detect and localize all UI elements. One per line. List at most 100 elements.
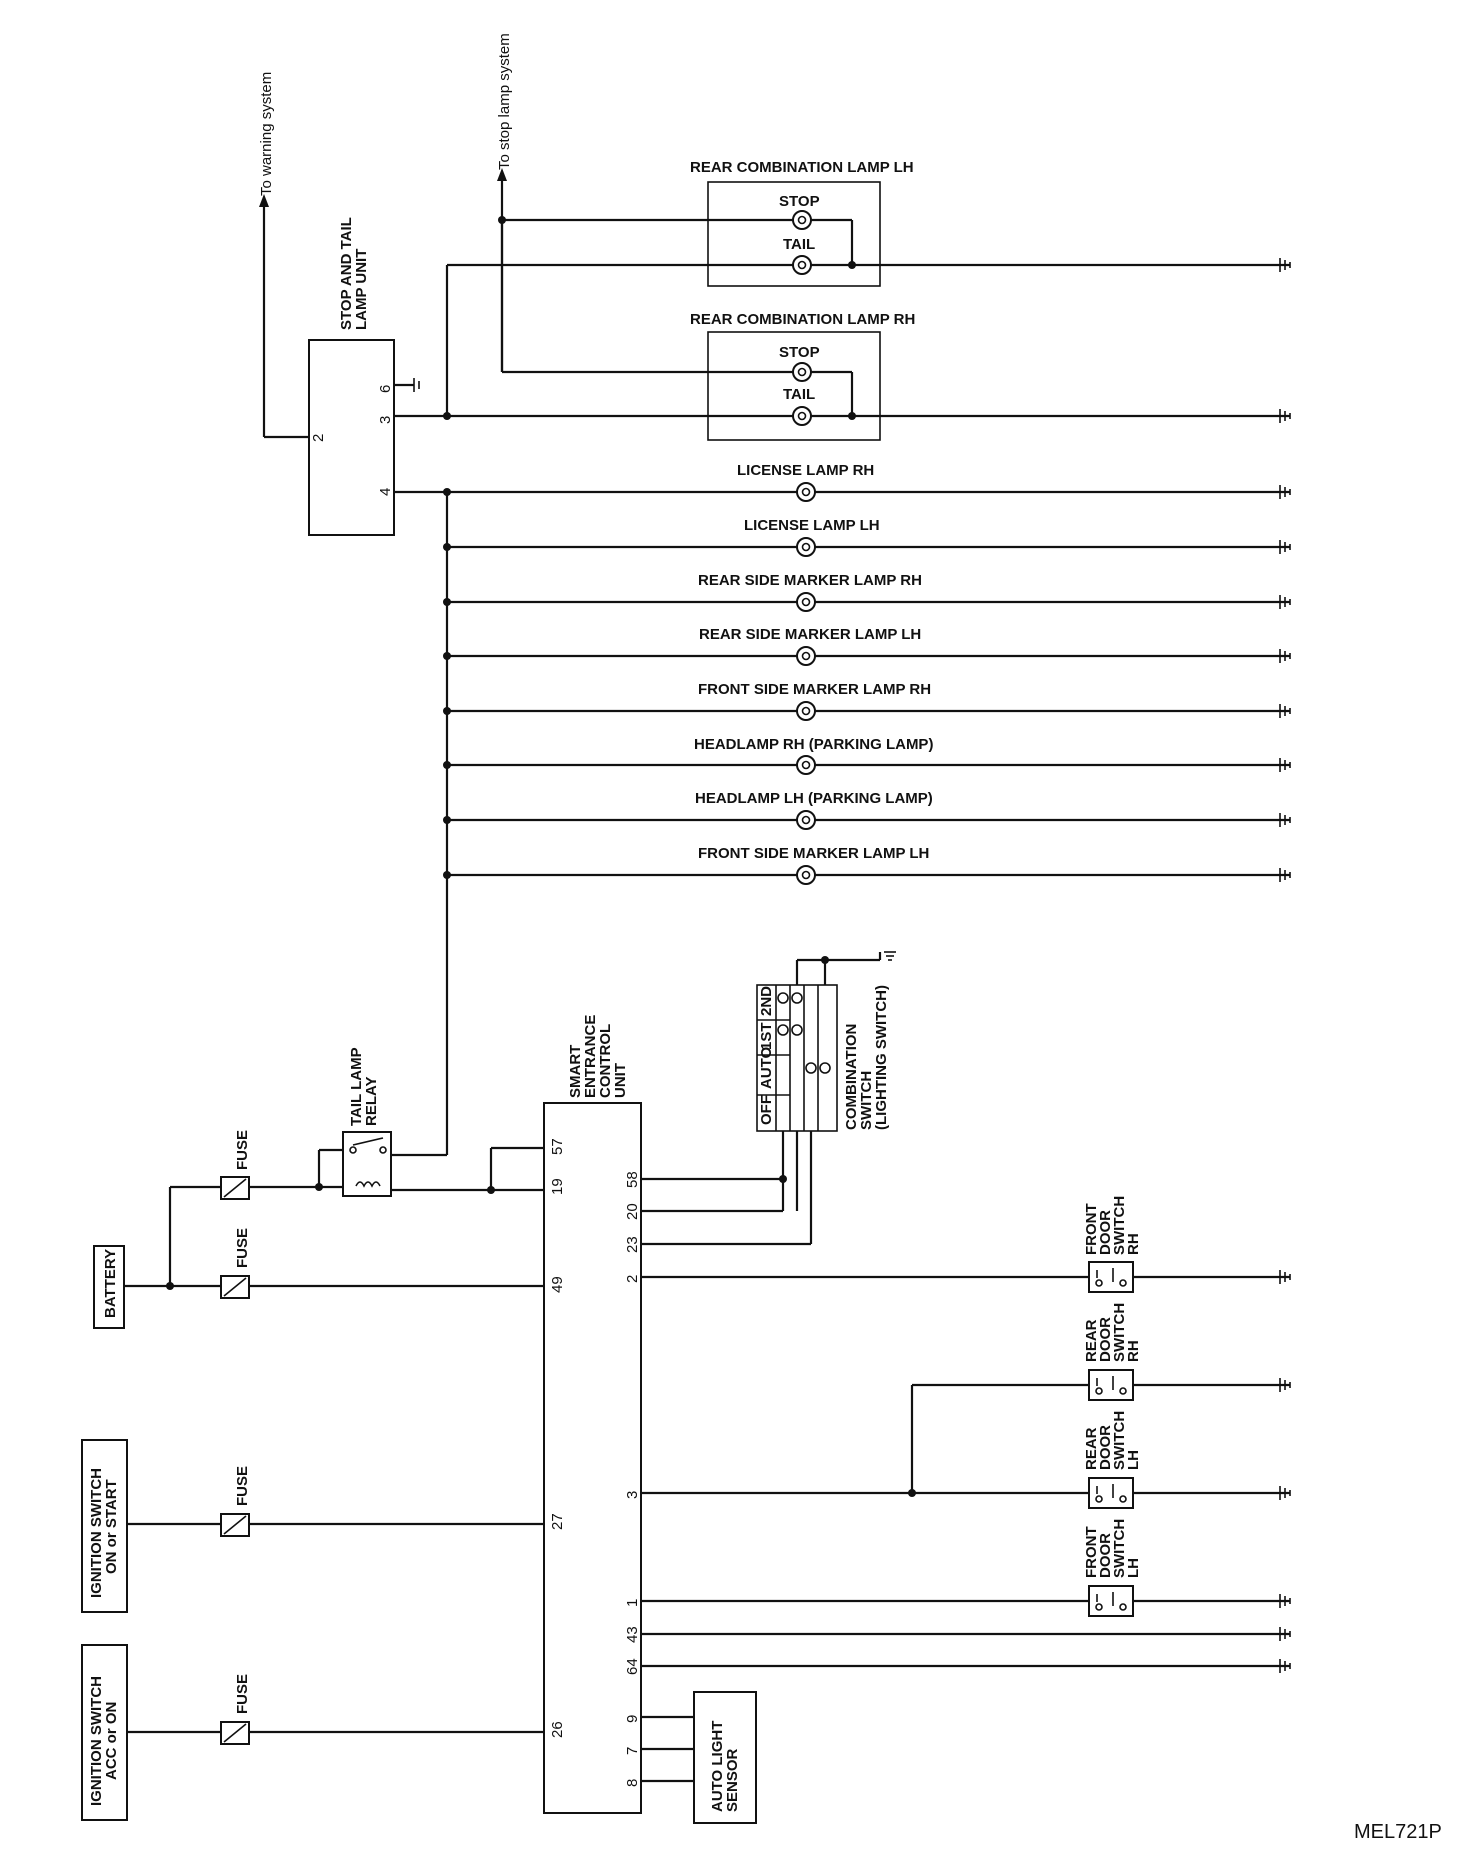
cu-pin-9: 9 [624, 1715, 641, 1723]
cu-pin-19: 19 [549, 1178, 566, 1195]
bulb-icon [796, 755, 816, 775]
cu-pin-8: 8 [624, 1779, 641, 1787]
door-switch-label: FRONT [1083, 1203, 1100, 1255]
lamp-label: HEADLAMP LH (PARKING LAMP) [695, 790, 933, 807]
ign-start-label-2: ON or START [103, 1479, 120, 1574]
unit-pin-6: 6 [377, 385, 394, 393]
ign-acc-label-1: IGNITION SWITCH [88, 1676, 105, 1806]
fuse-4: FUSE [127, 1674, 544, 1745]
cu-pin-27: 27 [549, 1513, 566, 1530]
bulb-icon [796, 537, 816, 557]
ign-start-label-1: IGNITION SWITCH [88, 1468, 105, 1598]
fuse-label: FUSE [234, 1466, 251, 1506]
door-switch-label: RH [1125, 1340, 1142, 1362]
bulb-icon [792, 406, 812, 426]
door-switch-label: REAR [1083, 1427, 1100, 1470]
fuse-label: FUSE [234, 1130, 251, 1170]
door-switch-label: RH [1125, 1233, 1142, 1255]
cu-pin-26: 26 [549, 1721, 566, 1738]
door-switch-label: DOOR [1097, 1533, 1114, 1578]
lamp-label: HEADLAMP RH (PARKING LAMP) [694, 736, 933, 753]
ground-icon [1279, 704, 1291, 718]
stop-lamp-arrow: To stop lamp system [496, 33, 513, 372]
tail-relay-label-2: RELAY [363, 1077, 380, 1126]
fuse-label: FUSE [234, 1674, 251, 1714]
ground-icon [1279, 540, 1291, 554]
lamp-label: FRONT SIDE MARKER LAMP LH [698, 845, 929, 862]
tail-relay-label-1: TAIL LAMP [348, 1047, 365, 1126]
rear-lh-tail-label: TAIL [783, 236, 815, 253]
cu-pin-3: 3 [624, 1491, 641, 1499]
door-switch-label: FRONT [1083, 1526, 1100, 1578]
door-switch-label: SWITCH [1111, 1411, 1128, 1470]
lamp-label: LICENSE LAMP LH [744, 517, 880, 534]
control-unit-label-1: SMART [567, 1045, 584, 1098]
warning-system-arrow: To warning system [258, 72, 309, 439]
ground-icon [1279, 649, 1291, 663]
bulb-icon [792, 362, 812, 382]
door-switch-label: SWITCH [1111, 1303, 1128, 1362]
rear-lh-title: REAR COMBINATION LAMP LH [690, 159, 914, 176]
warning-system-label: To warning system [258, 72, 275, 196]
ground-icon [1279, 813, 1291, 827]
ground-icon [1279, 595, 1291, 609]
ground-icon [1279, 758, 1291, 772]
ignition-switch-on-start: IGNITION SWITCH ON or START [81, 1439, 128, 1613]
door-switch-label: LH [1125, 1450, 1142, 1470]
combination-switch-label-2: SWITCH [858, 1071, 875, 1130]
rear-combination-lamp-lh: REAR COMBINATION LAMP LH STOP TAIL [498, 159, 914, 287]
lamp-label: REAR SIDE MARKER LAMP LH [699, 626, 921, 643]
lamp-label: FRONT SIDE MARKER LAMP RH [698, 681, 931, 698]
combination-switch-label-1: COMBINATION [843, 1024, 860, 1130]
fuse-label: FUSE [234, 1228, 251, 1268]
ground-icon [1279, 258, 1291, 272]
cu-pin-49: 49 [549, 1276, 566, 1293]
rear-door-switch-rh: REAR DOOR SWITCH RH [1083, 1303, 1142, 1401]
lamp-circuit-front-marker-rh: FRONT SIDE MARKER LAMP RH [443, 681, 1290, 721]
front-door-switch-rh: FRONT DOOR SWITCH RH [1083, 1196, 1142, 1293]
auto-light-sensor: AUTO LIGHT SENSOR [641, 1691, 757, 1824]
stop-tail-unit-label-2: LAMP UNIT [353, 249, 370, 330]
bulb-icon [796, 592, 816, 612]
rear-rh-tail-label: TAIL [783, 386, 815, 403]
lamp-circuit-license-lh: LICENSE LAMP LH [443, 517, 1290, 557]
door-switch-label: DOOR [1097, 1210, 1114, 1255]
door-switch-label: SWITCH [1111, 1519, 1128, 1578]
rear-rh-title: REAR COMBINATION LAMP RH [690, 311, 915, 328]
cu-pin-20: 20 [624, 1203, 641, 1220]
stop-tail-unit-label-1: STOP AND TAIL [338, 217, 355, 330]
smart-entrance-control-unit: SMART ENTRANCE CONTROL UNIT 57 19 49 27 … [543, 1015, 642, 1814]
bulb-icon [796, 646, 816, 666]
control-unit-label-4: UNIT [612, 1063, 629, 1098]
lamp-circuit-rear-marker-lh: REAR SIDE MARKER LAMP LH [443, 626, 1290, 666]
bulb-icon [792, 255, 812, 275]
switch-header-2nd: 2ND [758, 986, 775, 1016]
control-unit-label-2: ENTRANCE [582, 1015, 599, 1098]
lamp-circuit-rear-marker-rh: REAR SIDE MARKER LAMP RH [443, 572, 1290, 612]
switch-header-off: OFF [758, 1095, 775, 1125]
battery-label: BATTERY [102, 1249, 119, 1318]
fuse-2: FUSE [170, 1228, 544, 1299]
fuse-1: FUSE [170, 1130, 319, 1200]
lamp-circuit-headlamp-lh: HEADLAMP LH (PARKING LAMP) [443, 790, 1290, 830]
cu-pin-23: 23 [624, 1236, 641, 1253]
bulb-icon [796, 701, 816, 721]
cu-pin-7: 7 [624, 1747, 641, 1755]
stop-lamp-label: To stop lamp system [496, 33, 513, 170]
ground-symbols [1279, 258, 1291, 1673]
switch-header-1st: 1ST [758, 1022, 775, 1050]
fuse-3: FUSE [127, 1466, 544, 1537]
lamp-circuit-license-rh: LICENSE LAMP RH [443, 462, 1290, 502]
cu-pin-64: 64 [624, 1658, 641, 1675]
ground-icon [1279, 485, 1291, 499]
lamp-circuits: LICENSE LAMP RH LICENSE LAMP LH REAR SID… [443, 462, 1290, 885]
door-switch-label: REAR [1083, 1319, 1100, 1362]
battery: BATTERY [93, 1245, 125, 1329]
cu-pin-57: 57 [549, 1138, 566, 1155]
ign-acc-label-2: ACC or ON [103, 1702, 120, 1780]
ground-icon [1279, 868, 1291, 882]
bulb-icon [796, 810, 816, 830]
lamp-circuit-headlamp-rh: HEADLAMP RH (PARKING LAMP) [443, 736, 1290, 775]
bulb-icon [796, 482, 816, 502]
